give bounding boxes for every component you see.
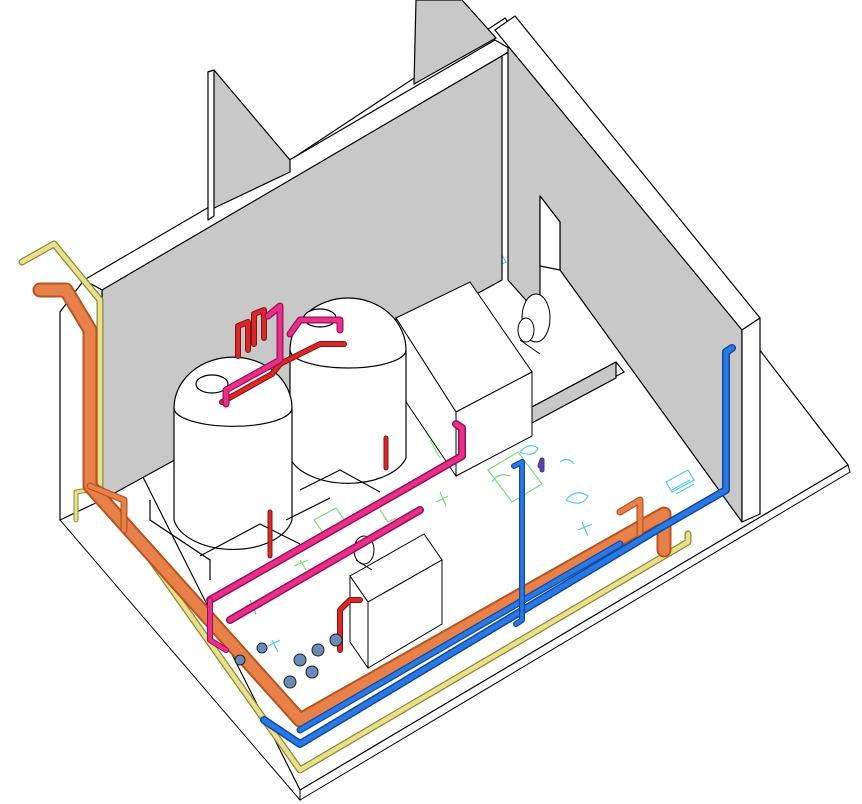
blue-pipe-run	[260, 344, 736, 748]
right-wall-end	[741, 317, 761, 523]
magenta-pipe-run	[206, 302, 466, 653]
storage-tank-left	[173, 356, 293, 551]
door-recess	[539, 195, 561, 271]
partition-fin-left-face	[207, 69, 215, 221]
equipment	[349, 281, 551, 670]
pump-cluster	[234, 633, 343, 689]
partition-fin-right	[413, 0, 497, 85]
piping	[18, 240, 736, 774]
storage-tank-right	[289, 297, 407, 484]
floor-slab-edge-right	[299, 464, 851, 801]
expansion-vessel	[517, 293, 551, 355]
tank-base-frames	[149, 469, 381, 580]
orange-pipe-run	[32, 282, 672, 728]
